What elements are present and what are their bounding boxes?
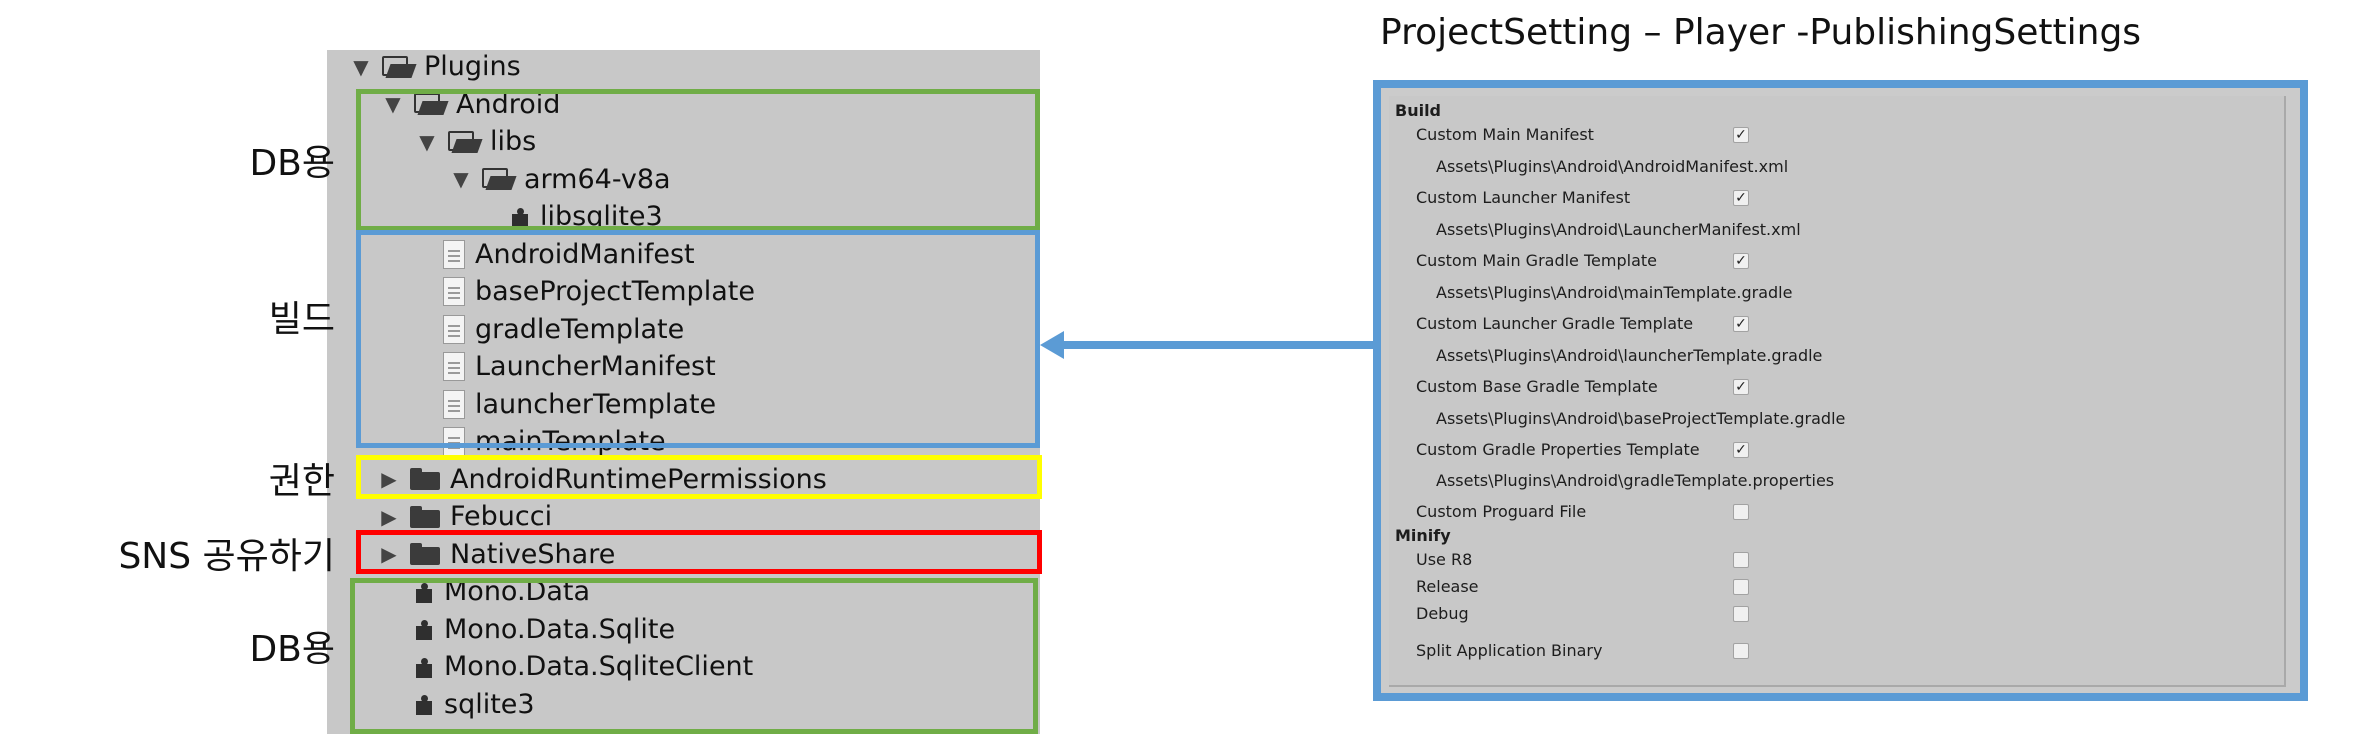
tree-row[interactable]: ▶ Febucci [376, 498, 552, 535]
setting-label: Custom Gradle Properties Template [1416, 440, 1700, 459]
label-db-bottom: DB용 [249, 629, 335, 670]
arrow-line [1058, 341, 1385, 349]
text-file-icon [443, 389, 465, 419]
tree-row[interactable]: ▼ arm64-v8a [448, 161, 671, 198]
folder-icon [410, 468, 440, 490]
tree-row[interactable]: ▶ AndroidRuntimePermissions [376, 461, 827, 498]
setting-path: Assets\Plugins\Android\mainTemplate.grad… [1436, 283, 1793, 302]
tree-row-label: libs [490, 126, 537, 157]
tree-row-label: Mono.Data.SqliteClient [444, 651, 754, 682]
arrow-head-icon [1040, 331, 1064, 359]
setting-path: Assets\Plugins\Android\gradleTemplate.pr… [1436, 471, 1835, 490]
collapsed-triangle-icon[interactable]: ▶ [381, 467, 397, 491]
plugin-icon [414, 618, 434, 640]
tree-row[interactable]: AndroidManifest [443, 236, 695, 273]
tree-row[interactable]: Mono.Data.Sqlite [414, 611, 675, 648]
plugin-icon [414, 581, 434, 603]
setting-label: Debug [1416, 604, 1469, 623]
setting-label: Split Application Binary [1416, 641, 1603, 660]
tree-row[interactable]: launcherTemplate [443, 386, 716, 423]
tree-row[interactable]: sqlite3 [414, 686, 535, 723]
section-header-build: Build [1395, 101, 1442, 120]
publishing-settings-panel [1373, 80, 2308, 701]
setting-label: Custom Launcher Manifest [1416, 188, 1631, 207]
plugin-icon [414, 693, 434, 715]
tree-row-label: NativeShare [450, 538, 616, 570]
collapsed-triangle-icon[interactable]: ▶ [381, 542, 397, 566]
unchecked-checkbox[interactable] [1733, 504, 1749, 520]
collapsed-triangle-icon[interactable]: ▶ [381, 504, 397, 529]
setting-label: Custom Main Gradle Template [1416, 251, 1657, 270]
plugin-icon [510, 206, 530, 228]
setting-path: Assets\Plugins\Android\LauncherManifest.… [1436, 220, 1801, 239]
tree-row-label: launcherTemplate [475, 388, 717, 420]
checked-checkbox[interactable]: ✓ [1733, 127, 1749, 143]
tree-row-label: AndroidManifest [475, 238, 695, 270]
setting-label: Custom Proguard File [1416, 502, 1587, 521]
unchecked-checkbox[interactable] [1733, 606, 1749, 622]
highlight-permission [356, 455, 1042, 499]
checked-checkbox[interactable]: ✓ [1733, 379, 1749, 395]
section-header-minify: Minify [1395, 526, 1451, 545]
expanded-triangle-icon[interactable]: ▼ [353, 54, 369, 79]
folder-icon [410, 505, 440, 528]
setting-label: Use R8 [1416, 550, 1473, 569]
tree-row-label: AndroidRuntimePermissions [450, 463, 827, 495]
tree-row[interactable]: ▼ Plugins [348, 48, 521, 85]
setting-label: Custom Base Gradle Template [1416, 377, 1658, 396]
setting-label: Custom Main Manifest [1416, 125, 1594, 144]
highlight-db-bottom [350, 578, 1038, 734]
unchecked-checkbox[interactable] [1733, 579, 1749, 595]
tree-row[interactable]: gradleTemplate [443, 311, 684, 348]
tree-row-label: baseProjectTemplate [475, 276, 755, 307]
checked-checkbox[interactable]: ✓ [1733, 316, 1749, 332]
expanded-triangle-icon[interactable]: ▼ [385, 92, 401, 116]
label-sns-share: SNS 공유하기 [118, 536, 335, 577]
open-folder-icon [482, 168, 514, 190]
setting-path: Assets\Plugins\Android\launcherTemplate.… [1436, 346, 1823, 365]
open-folder-icon [414, 93, 446, 115]
tree-row[interactable]: LauncherManifest [443, 348, 716, 385]
checked-checkbox[interactable]: ✓ [1733, 442, 1749, 458]
checked-checkbox[interactable]: ✓ [1733, 190, 1749, 206]
text-file-icon [443, 277, 465, 306]
tree-row-label: Plugins [424, 51, 521, 82]
tree-row[interactable]: ▶ NativeShare [376, 536, 615, 573]
unchecked-checkbox[interactable] [1733, 643, 1749, 659]
highlight-build [356, 230, 1040, 448]
tree-row-label: arm64-v8a [524, 163, 671, 195]
expanded-triangle-icon[interactable]: ▼ [419, 129, 435, 154]
tree-row-label: Mono.Data.Sqlite [444, 613, 676, 645]
tree-row-label: gradleTemplate [475, 313, 685, 345]
setting-label: Release [1416, 577, 1479, 596]
tree-row[interactable]: Mono.Data.SqliteClient [414, 648, 753, 685]
tree-row-label: Febucci [450, 501, 553, 532]
highlight-sns-share [356, 530, 1042, 574]
highlight-db-top [356, 89, 1040, 231]
tree-row[interactable]: mainTemplate [443, 423, 666, 460]
setting-label: Custom Launcher Gradle Template [1416, 314, 1694, 333]
open-folder-icon [382, 55, 414, 78]
label-db-top: DB용 [249, 143, 335, 184]
text-file-icon [443, 314, 465, 344]
tree-row-label: LauncherManifest [475, 351, 716, 382]
text-file-icon [443, 352, 465, 381]
settings-title: ProjectSetting – Player -PublishingSetti… [1380, 12, 2142, 53]
open-folder-icon [448, 130, 480, 153]
text-file-icon [443, 239, 465, 269]
folder-icon [410, 543, 440, 565]
setting-path: Assets\Plugins\Android\baseProjectTempla… [1436, 409, 1846, 428]
setting-path: Assets\Plugins\Android\AndroidManifest.x… [1436, 157, 1789, 176]
settings-inner [1389, 96, 2286, 687]
tree-row[interactable]: baseProjectTemplate [443, 273, 755, 310]
label-permission: 권한 [268, 461, 335, 502]
tree-row-label: sqlite3 [444, 688, 535, 720]
plugin-icon [414, 656, 434, 678]
checked-checkbox[interactable]: ✓ [1733, 253, 1749, 269]
tree-row[interactable]: ▼ libs [414, 123, 536, 160]
label-build: 빌드 [268, 299, 335, 340]
tree-row-label: mainTemplate [475, 426, 666, 457]
expanded-triangle-icon[interactable]: ▼ [453, 167, 469, 191]
unchecked-checkbox[interactable] [1733, 552, 1749, 568]
